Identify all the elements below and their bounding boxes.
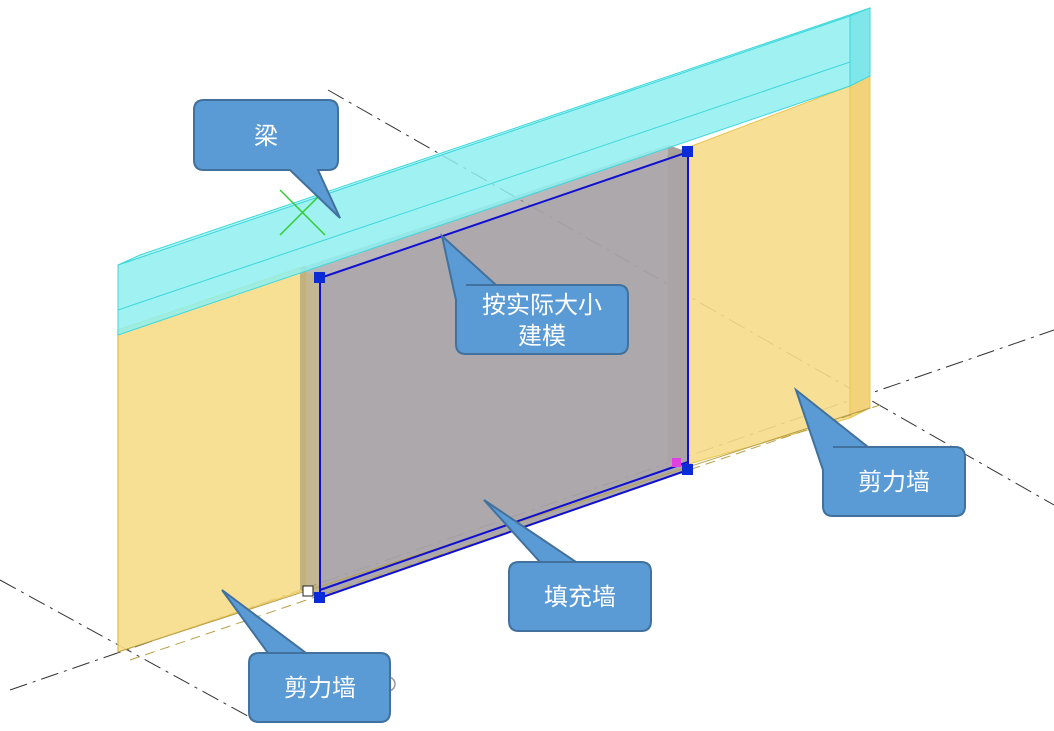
callout-shear-wall-left-text: 剪力墙 [284, 674, 356, 702]
grip-top-right[interactable] [682, 146, 693, 157]
beam[interactable] [117, 7, 871, 336]
callout-beam: 梁 [193, 99, 341, 219]
beam-lower-edge [117, 61, 851, 311]
shear-wall-right-side [849, 75, 871, 419]
grip-bottom-left[interactable] [314, 592, 325, 603]
callout-infill-wall-text: 填充墙 [544, 583, 616, 611]
selection-bottom-double [319, 461, 689, 591]
shear-wall-right[interactable] [667, 75, 871, 471]
callout-actual-size: 按实际大小 建模 [440, 233, 629, 355]
infill-wall-top [300, 145, 688, 278]
callout-beam-text: 梁 [254, 122, 278, 150]
callout-infill-wall: 填充墙 [483, 499, 652, 632]
grip-corner-marker[interactable] [302, 585, 314, 597]
grip-magenta[interactable] [672, 458, 681, 467]
callout-actual-size-line1: 按实际大小 [482, 291, 602, 319]
infill-wall[interactable] [300, 145, 688, 598]
infill-wall-face [320, 152, 688, 598]
selection-grips[interactable] [302, 146, 693, 603]
callout-shear-wall-right-text: 剪力墙 [858, 468, 930, 496]
grip-top-left[interactable] [314, 272, 325, 283]
beam-end-face [849, 7, 871, 87]
grip-bottom-right[interactable] [682, 464, 693, 475]
infill-wall-side-left [300, 268, 320, 598]
callout-actual-size-line2: 建模 [518, 322, 566, 350]
callout-shear-wall-right: 剪力墙 [793, 387, 966, 517]
callout-shear-wall-left: 剪力墙 [221, 589, 391, 723]
